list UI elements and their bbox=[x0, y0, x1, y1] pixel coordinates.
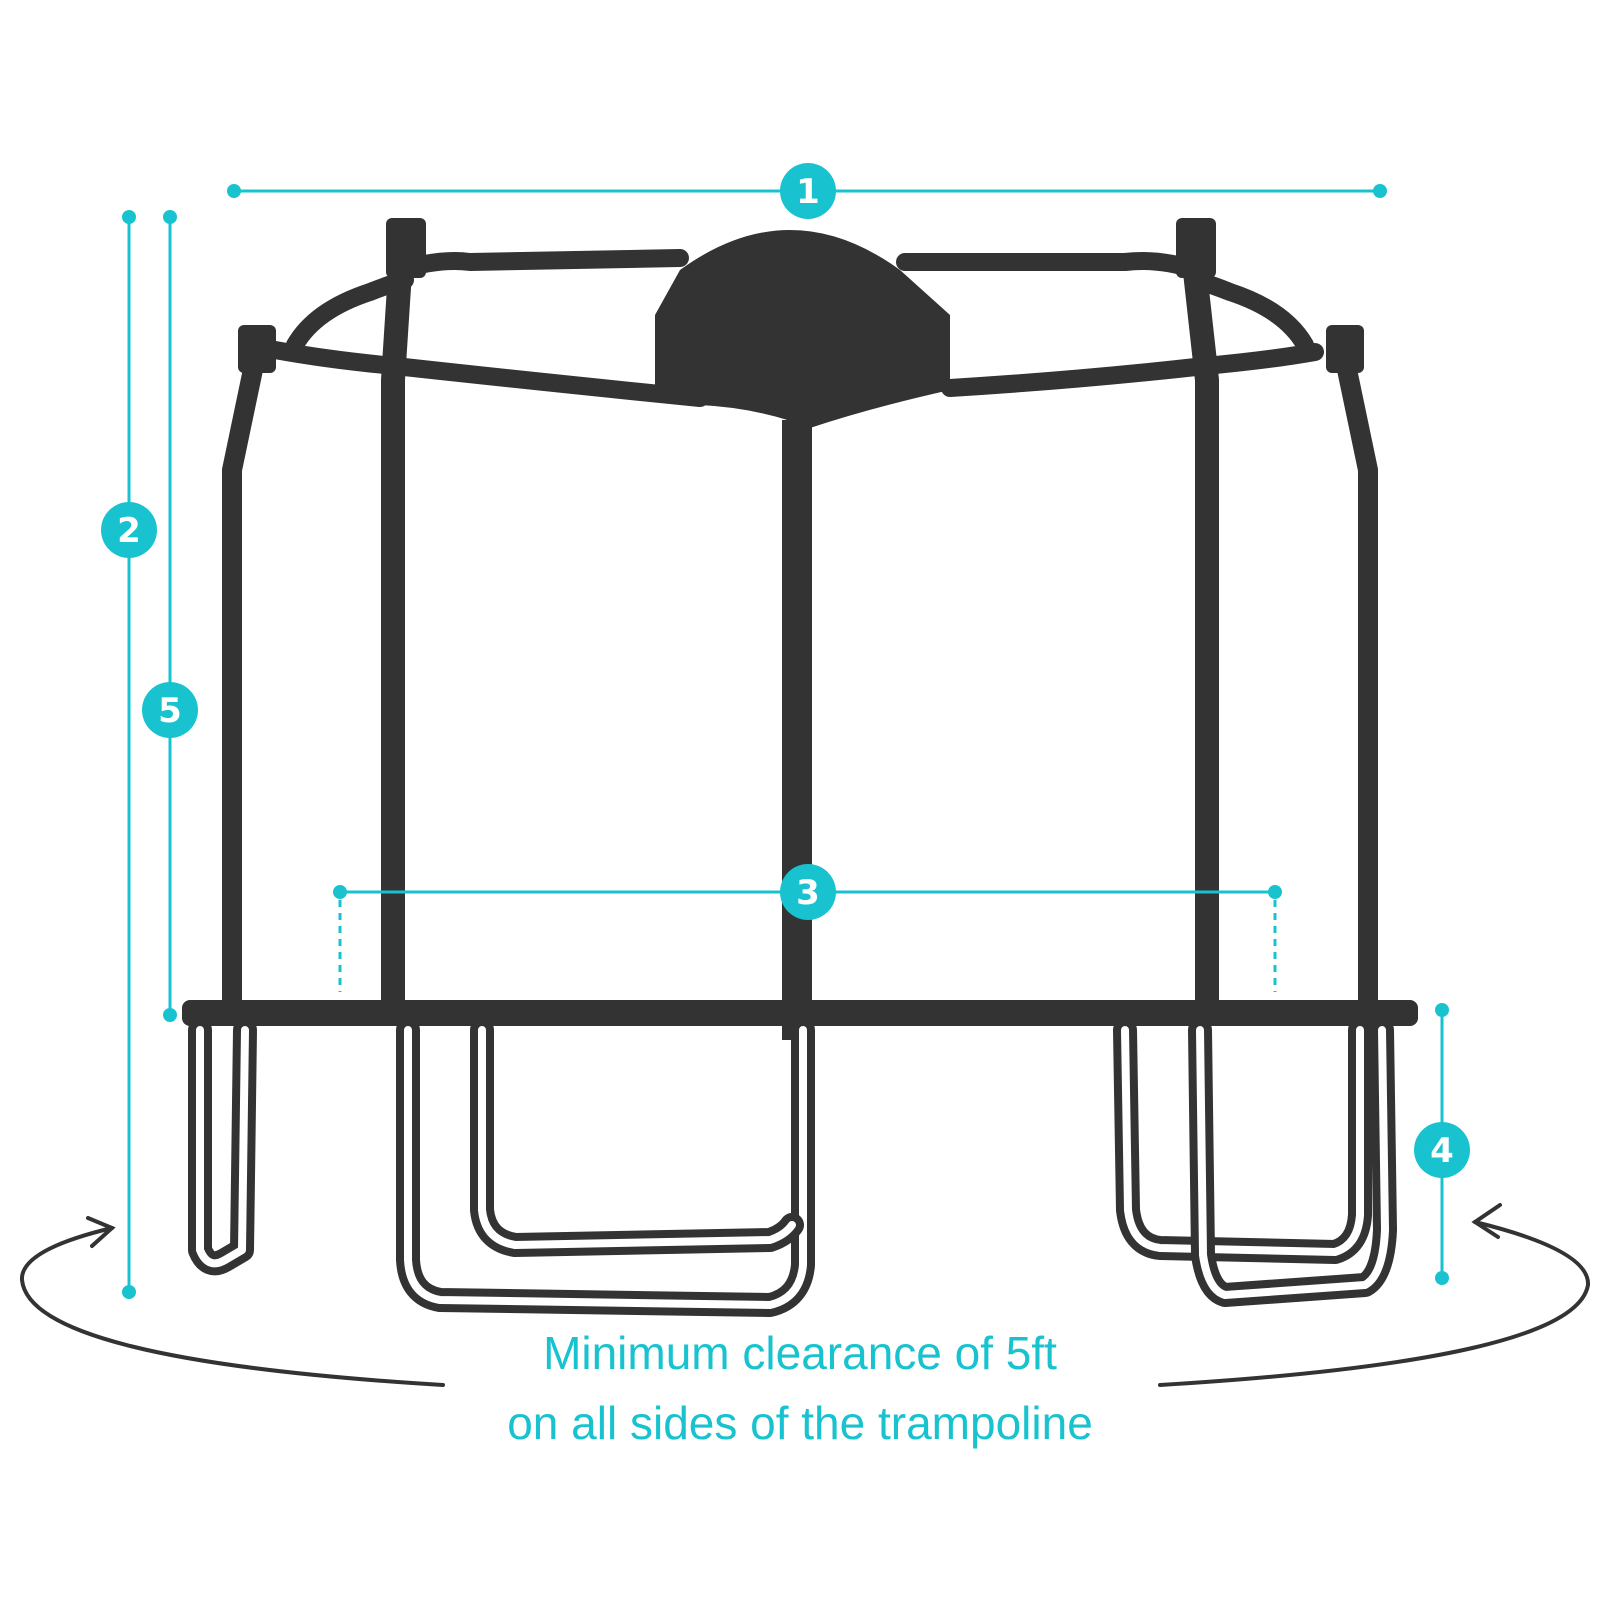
dimension-end-dot bbox=[1268, 885, 1282, 899]
pole-cap-inner-left bbox=[386, 218, 426, 278]
basketball-backboard bbox=[655, 230, 950, 428]
dimension-end-dot bbox=[122, 210, 136, 224]
dimension-badges: 1 2 3 4 5 bbox=[101, 163, 1470, 1178]
enclosure-pole-outer-left bbox=[222, 350, 265, 1010]
badge-4-label: 4 bbox=[1430, 1131, 1454, 1171]
pole-cap-inner-right bbox=[1176, 218, 1216, 278]
badge-3-label: 3 bbox=[796, 873, 820, 913]
clearance-arc-left bbox=[20, 1226, 445, 1387]
badge-1: 1 bbox=[780, 163, 836, 219]
enclosure-pole-inner-right bbox=[1183, 260, 1219, 1012]
badge-2-label: 2 bbox=[117, 511, 141, 551]
badge-2: 2 bbox=[101, 502, 157, 558]
hoop-pole bbox=[782, 420, 812, 1040]
trampoline-frame-rail bbox=[182, 1000, 1418, 1026]
enclosure-pole-inner-left bbox=[381, 260, 412, 1012]
clearance-caption: Minimum clearance of 5ft on all sides of… bbox=[0, 1318, 1600, 1458]
clearance-arc-right bbox=[1158, 1220, 1591, 1387]
leg-right-u-frame-back-inner bbox=[1121, 1026, 1364, 1256]
dimension-end-dot bbox=[163, 1008, 177, 1022]
dimension-end-dot bbox=[1373, 184, 1387, 198]
pole-cap-outer-right bbox=[1326, 325, 1364, 373]
leg-right-u-frame-back bbox=[1113, 1018, 1372, 1264]
clearance-arc bbox=[20, 1203, 1591, 1387]
enclosure-pole-outer-right bbox=[1335, 350, 1378, 1010]
dimension-end-dot bbox=[227, 184, 241, 198]
badge-5: 5 bbox=[142, 682, 198, 738]
leg-left-outer bbox=[188, 1018, 257, 1276]
leg-left-outer-inner bbox=[196, 1026, 249, 1268]
trampoline-illustration bbox=[182, 218, 1418, 1317]
badge-4: 4 bbox=[1414, 1122, 1470, 1178]
leg-right-u-frame-inner bbox=[1196, 1026, 1389, 1299]
clearance-caption-line-2: on all sides of the trampoline bbox=[507, 1397, 1093, 1449]
dimension-end-dot bbox=[122, 1285, 136, 1299]
arrow-head-right-icon bbox=[1471, 1203, 1502, 1239]
badge-5-label: 5 bbox=[158, 691, 182, 731]
badge-1-label: 1 bbox=[796, 172, 820, 212]
leg-left-u-frame-back bbox=[470, 1018, 804, 1257]
leg-left-u-frame bbox=[396, 1018, 815, 1317]
dimension-end-dot bbox=[1435, 1271, 1449, 1285]
leg-left-u-frame-back-inner bbox=[478, 1026, 796, 1249]
arrow-head-left-icon bbox=[86, 1216, 116, 1248]
dimension-end-dot bbox=[1435, 1003, 1449, 1017]
leg-left-u-frame-inner bbox=[404, 1026, 807, 1309]
clearance-caption-line-1: Minimum clearance of 5ft bbox=[543, 1327, 1057, 1379]
dimension-end-dot bbox=[333, 885, 347, 899]
badge-3: 3 bbox=[780, 864, 836, 920]
dimension-end-dot bbox=[163, 210, 177, 224]
enclosure-top-rail-front bbox=[266, 341, 1324, 407]
pole-cap-outer-left bbox=[238, 325, 276, 373]
